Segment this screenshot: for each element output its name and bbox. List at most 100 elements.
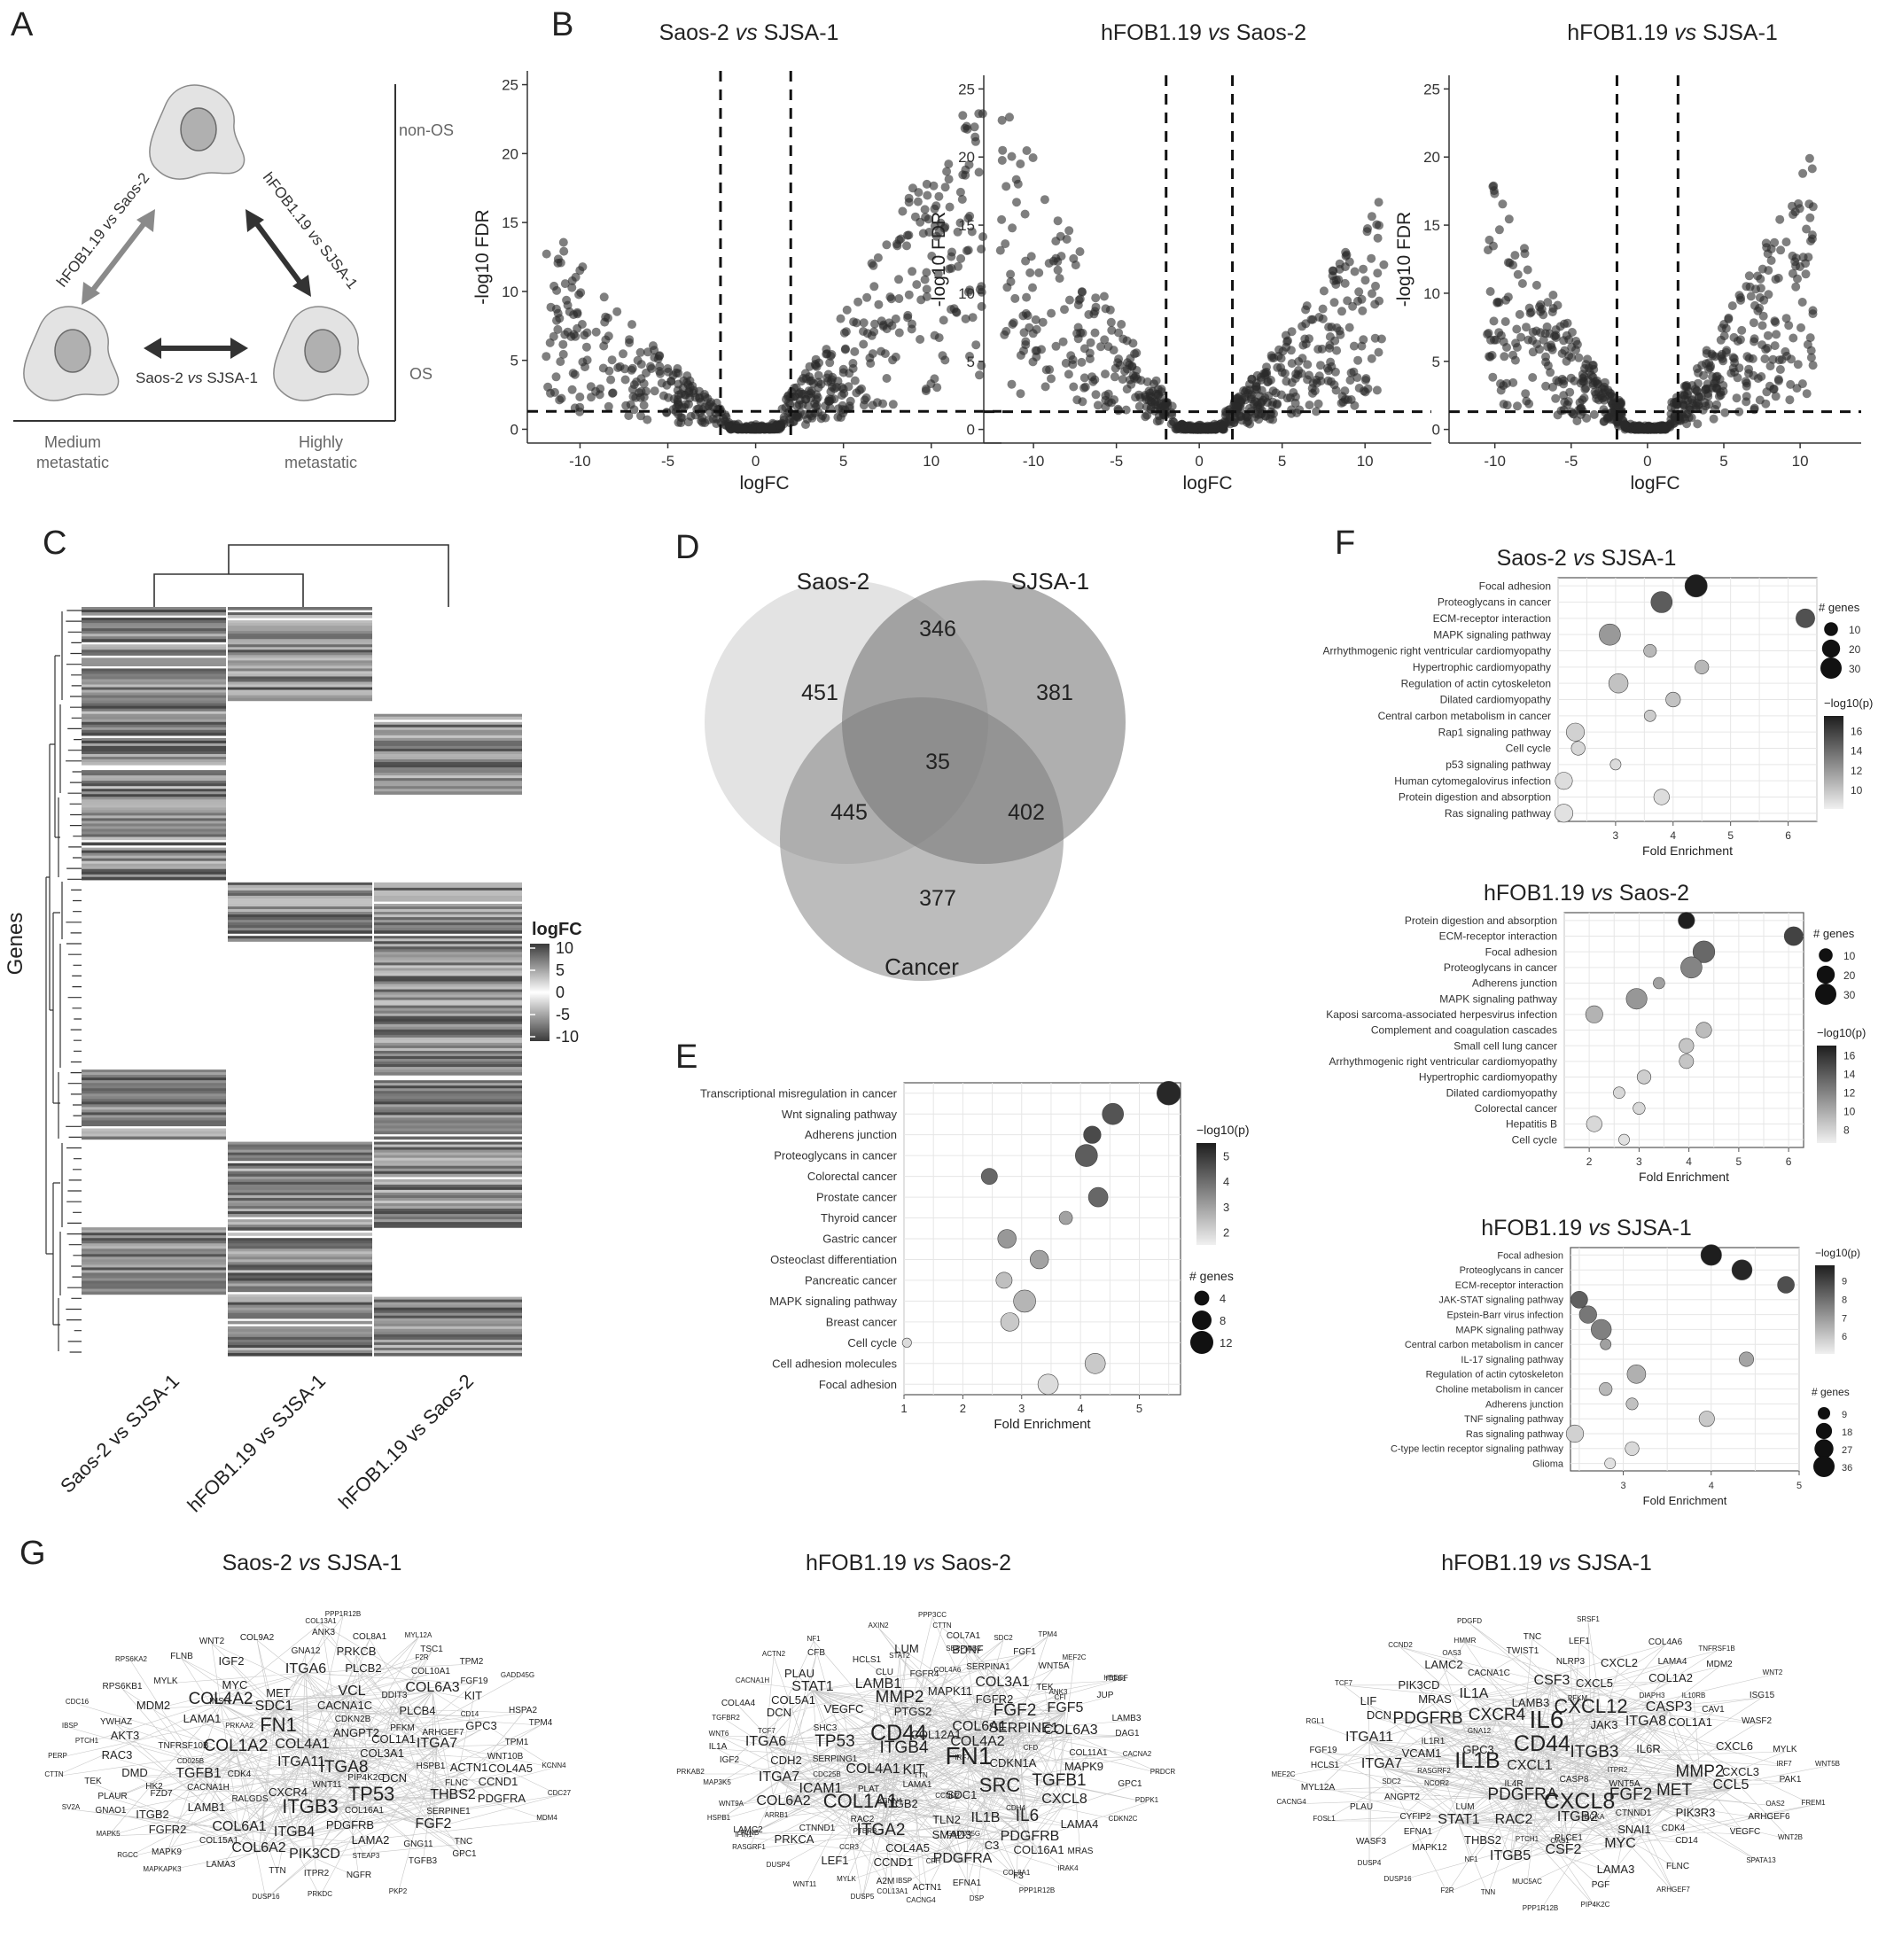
- volcano-point: [1298, 354, 1307, 363]
- network-gene-node: WNT2B: [1778, 1833, 1803, 1841]
- volcano-point: [1312, 407, 1321, 416]
- size-legend-dot: [1814, 1439, 1834, 1458]
- network-gene-node: DUSP5: [851, 1893, 875, 1901]
- heatmap-cell: [374, 946, 522, 950]
- volcano-point: [1086, 338, 1095, 347]
- dotplot-title: hFOB1.19 vs Saos-2: [1484, 881, 1689, 906]
- heatmap-cell: [82, 687, 226, 691]
- network-gene-node: MYLK: [837, 1875, 856, 1883]
- heatmap-cell: [82, 807, 226, 811]
- term-label: Central carbon metabolism in cancer: [1405, 1340, 1563, 1350]
- network-gene-node: MYC: [1604, 1836, 1636, 1851]
- network-gene-node: PDGFRA: [933, 1851, 993, 1866]
- term-label: Central carbon metabolism in cancer: [1378, 710, 1551, 722]
- network-gene-node: TLN2: [932, 1813, 961, 1826]
- volcano-point: [1286, 346, 1296, 355]
- volcano-point: [1791, 282, 1801, 292]
- heatmap-cell: [228, 1288, 372, 1293]
- volcano-point: [1805, 333, 1815, 343]
- volcano-point: [968, 313, 978, 323]
- heatmap-cell: [228, 1238, 372, 1241]
- network-gene-node: ITPR2: [1608, 1766, 1628, 1774]
- heatmap-cell: [228, 884, 372, 889]
- volcano-point: [1008, 223, 1017, 233]
- network-gene-node: PDGFRA: [478, 1792, 526, 1805]
- heatmap-cell: [374, 1005, 522, 1009]
- size-legend-tick: 27: [1842, 1445, 1852, 1456]
- network-gene-node: RAC3: [102, 1748, 133, 1762]
- volcano-point: [814, 377, 823, 387]
- heatmap-cell: [374, 1219, 522, 1223]
- volcano-point: [957, 195, 967, 204]
- term-label: Rap1 signaling pathway: [1438, 726, 1551, 738]
- heatmap-cell: [374, 1318, 522, 1322]
- volcano-point: [557, 393, 566, 403]
- heatmap-cell: [228, 906, 372, 910]
- heatmap-cell: [374, 1323, 522, 1327]
- network-gene-node: COL6A1: [212, 1819, 266, 1834]
- term-label: Proteoglycans in cancer: [774, 1149, 897, 1163]
- heatmap-column-label: hFOB1.19 vs SJSA-1: [183, 1370, 331, 1517]
- heatmap-cell: [374, 1209, 522, 1212]
- volcano-point: [627, 320, 636, 330]
- volcano-point: [1316, 361, 1325, 370]
- volcano-point: [1775, 214, 1785, 224]
- term-label: Osteoclast differentiation: [770, 1253, 897, 1266]
- enrichment-dot: [1590, 1318, 1612, 1341]
- volcano-point: [1091, 302, 1101, 312]
- volcano-point: [894, 294, 904, 303]
- volcano-point: [891, 314, 900, 323]
- heatmap-cell: [374, 965, 522, 969]
- volcano-point: [1290, 374, 1300, 384]
- network-gene-node: IBSP: [896, 1877, 912, 1885]
- heatmap-cell: [228, 1342, 372, 1346]
- volcano-point: [1732, 393, 1742, 403]
- heatmap-cell: [374, 1007, 522, 1012]
- network-gene-node: COL5A1: [771, 1693, 815, 1707]
- volcano-point: [1307, 384, 1317, 393]
- heatmap-cell: [374, 1131, 522, 1135]
- network-gene-node: TNN: [1481, 1888, 1496, 1896]
- heatmap-cell: [374, 1050, 522, 1054]
- heatmap-cell: [374, 928, 522, 931]
- panel-letter-c: C: [43, 525, 66, 562]
- enrichment-dot: [1783, 926, 1804, 946]
- enrichment-dot: [1626, 1365, 1647, 1384]
- volcano-point: [1548, 291, 1558, 299]
- network-gene-node: PIK3CD: [1399, 1678, 1440, 1692]
- network-gene-node: WNT5A: [1609, 1779, 1641, 1789]
- network-gene-node: ANK3: [312, 1628, 336, 1637]
- term-label: Ras signaling pathway: [1466, 1429, 1564, 1440]
- heatmap-cell: [82, 1259, 226, 1263]
- volcano-point: [1318, 304, 1328, 314]
- volcano-point: [827, 375, 837, 385]
- volcano-point: [1706, 362, 1716, 370]
- volcano-point: [1053, 265, 1063, 275]
- volcano-point: [1008, 320, 1017, 329]
- x-tick-label: 3: [1018, 1402, 1025, 1415]
- volcano-point: [859, 318, 869, 328]
- term-label: p53 signaling pathway: [1446, 758, 1551, 771]
- volcano-point: [1805, 213, 1815, 222]
- volcano-point: [1338, 397, 1348, 407]
- heatmap-cell: [374, 1168, 522, 1172]
- volcano-point: [866, 359, 876, 369]
- volcano-point: [838, 401, 847, 410]
- heatmap-cell: [82, 1107, 226, 1110]
- volcano-point: [1264, 377, 1273, 386]
- heatmap-cell: [374, 1336, 522, 1341]
- heatmap-cell: [228, 695, 372, 699]
- y-tick-label: 10: [958, 285, 975, 302]
- heatmap-cell: [374, 1181, 522, 1186]
- volcano-point: [1020, 209, 1030, 219]
- volcano-point: [1343, 296, 1352, 306]
- grid-lines: [903, 1083, 1181, 1395]
- network-gene-node: IRAK4: [1057, 1864, 1079, 1872]
- volcano-point: [1484, 245, 1492, 255]
- network-gene-node: TGFBR2: [712, 1714, 740, 1722]
- heatmap-cell: [228, 697, 372, 702]
- network-gene-node: STAT2: [889, 1652, 910, 1660]
- heatmap-cell: [374, 732, 522, 736]
